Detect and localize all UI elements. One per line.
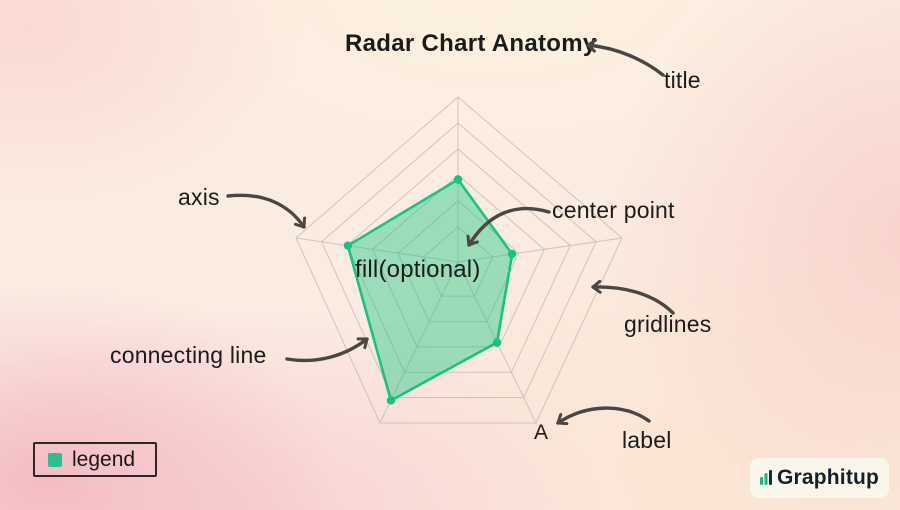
annotation-label: label — [622, 427, 672, 453]
title-arrow-icon — [586, 38, 665, 77]
data-polygon — [346, 178, 514, 402]
axis-point-label-a: A — [534, 421, 549, 444]
annotation-connecting-line: connecting line — [110, 342, 267, 368]
legend-label: legend — [72, 447, 136, 471]
center-point-arrow-icon — [466, 206, 551, 247]
axis-line — [457, 261, 537, 424]
legend-swatch-icon — [48, 452, 62, 467]
annotation-fill-optional: fill(optional) — [355, 256, 481, 283]
data-point — [343, 241, 353, 250]
axis-line — [457, 237, 623, 263]
axis-arrow-icon — [226, 193, 307, 229]
data-point — [386, 396, 396, 405]
gridlines-arrow-icon — [591, 279, 675, 315]
data-point — [453, 175, 463, 184]
annotation-gridlines: gridlines — [624, 311, 712, 337]
legend: legend — [33, 442, 157, 477]
bar-chart-icon — [759, 469, 772, 485]
connecting-line-arrow-icon — [285, 337, 369, 363]
data-point — [492, 338, 502, 347]
annotation-axis: axis — [178, 184, 220, 210]
brand-badge: Graphitup — [750, 458, 889, 498]
data-point — [507, 249, 517, 259]
label-arrow-icon — [556, 406, 651, 426]
annotation-title: title — [664, 67, 701, 93]
annotation-center-point: center point — [552, 197, 675, 223]
axis-line — [379, 261, 459, 424]
brand-name: Graphitup — [776, 466, 880, 489]
chart-title: Radar Chart Anatomy — [345, 30, 597, 57]
